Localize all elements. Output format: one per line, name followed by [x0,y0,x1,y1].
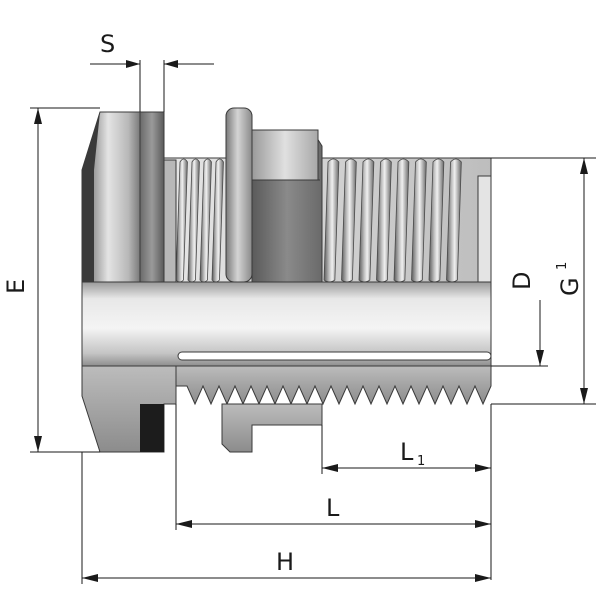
label-L1: L [400,438,414,466]
label-D: D [508,272,536,290]
thread-crest [428,158,445,283]
bore [81,281,492,367]
seal-gasket [140,404,164,452]
label-L1-sub: 1 [417,454,425,469]
thread-crest [175,158,188,283]
thread-crest [211,158,224,283]
section-lower [81,365,492,453]
thread-crest [358,158,375,283]
flange-upper [81,111,177,283]
washer-upper [225,107,253,283]
dim-L1: L 1 [321,404,492,580]
thread-crest [411,158,427,283]
threaded-body-upper [162,157,492,283]
label-E: E [2,279,30,294]
label-S: S [100,30,115,58]
thread-crest [393,158,410,283]
dim-H: H [81,452,491,584]
label-H: H [276,548,294,576]
dim-G1: G 1 [470,157,596,405]
dim-E: E [2,107,100,453]
dim-S: S [90,30,214,112]
thread-crest [187,158,200,283]
dim-D: D [491,272,548,367]
thread-crest [323,158,340,283]
thread-crest [341,158,357,283]
hex-nut-upper [251,129,323,283]
thread-crest [376,158,392,283]
dim-L: L [175,404,491,530]
label-L: L [326,494,340,522]
label-G1: G [556,277,584,296]
thread-crest [446,158,462,283]
thread-crest [199,158,212,283]
label-G1-sub: 1 [555,262,570,270]
thread-section-profile [175,365,492,406]
